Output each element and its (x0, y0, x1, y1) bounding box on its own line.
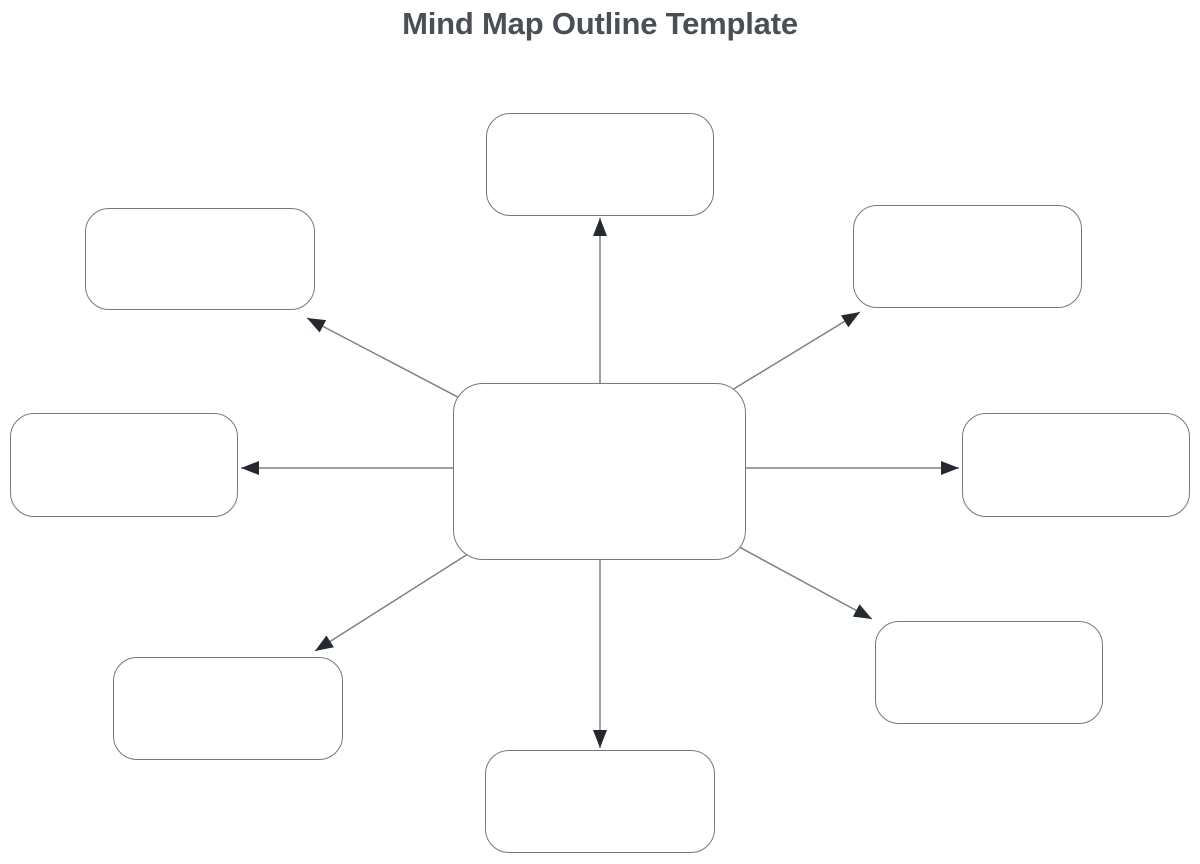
node-branch-top[interactable] (486, 113, 714, 216)
node-branch-bottom-left[interactable] (113, 657, 343, 760)
node-central-topic[interactable] (453, 383, 746, 560)
node-branch-right[interactable] (962, 413, 1190, 517)
node-branch-top-right[interactable] (853, 205, 1082, 308)
node-branch-left[interactable] (10, 413, 238, 517)
node-branch-top-left[interactable] (85, 208, 315, 310)
node-branch-bottom-right[interactable] (875, 621, 1103, 724)
node-branch-bottom[interactable] (485, 750, 715, 853)
page-title: Mind Map Outline Template (402, 6, 798, 41)
